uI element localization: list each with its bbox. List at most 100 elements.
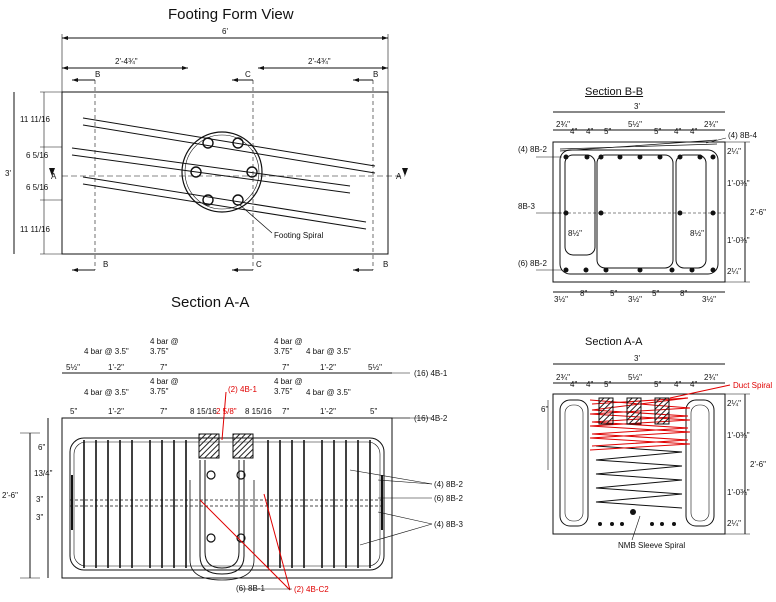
section-aa-main <box>20 372 433 581</box>
vertical-bars <box>83 440 371 568</box>
cut-b-top-right: B <box>373 70 378 79</box>
aa-left-4: 2'-6" <box>2 491 18 500</box>
bb-right-1: 1'-0¾" <box>727 179 750 188</box>
aa-row2-4: 2 5/8" <box>216 407 237 416</box>
aa2-duct-spiral-label: Duct Spiral <box>733 381 772 390</box>
callout-6-8b1: (6) 8B-1 <box>236 584 265 593</box>
bb-bot-6: 3½" <box>702 295 716 304</box>
aa-row2-0: 5" <box>70 407 77 416</box>
aa-left-1: 13/4" <box>34 469 53 478</box>
callout-16-4b2: (16) 4B-2 <box>414 414 448 423</box>
aa2-nmb-label: NMB Sleeve Spiral <box>618 541 685 550</box>
bb-top-2: 4" <box>586 127 593 136</box>
callout-6-8b2: (6) 8B-2 <box>434 494 463 503</box>
aa-left-0: 6" <box>38 443 45 452</box>
bb-bars <box>563 154 716 273</box>
aa2-height: 2'-6" <box>750 460 766 469</box>
aa-row1-3: 7" <box>282 363 289 372</box>
aa2-top-5: 5" <box>654 380 661 389</box>
nmb-sleeve-spiral <box>595 445 683 509</box>
aa-row2-2: 7" <box>160 407 167 416</box>
bb-bot-2: 5" <box>610 289 617 298</box>
title-section-aa-small: Section A-A <box>585 336 643 348</box>
bb-bot-1: 8" <box>580 289 587 298</box>
title-footing-form-view: Footing Form View <box>168 6 294 23</box>
callout-4-8b2: (4) 8B-2 <box>434 480 463 489</box>
aa-g2-r1: 4 bar @ 3.5" <box>306 388 351 397</box>
cut-a-left: A <box>51 172 57 181</box>
callout-4-8b3: (4) 8B-3 <box>434 520 463 529</box>
hatched-ducts <box>198 433 254 459</box>
bb-right-3: 2¼" <box>727 267 741 276</box>
red-callout-4b1: (2) 4B-1 <box>228 385 257 394</box>
bb-callout-4-8b4: (4) 8B-4 <box>728 131 757 140</box>
aa2-top-6: 4" <box>674 380 681 389</box>
bb-inner-1: 8½" <box>690 229 704 238</box>
dim-half-right: 2'-4¾" <box>308 57 331 66</box>
bb-bot-4: 5" <box>652 289 659 298</box>
title-section-bb: Section B-B <box>585 86 644 98</box>
dim-left-2: 6 5/16 <box>26 151 49 160</box>
aa-small-hatched <box>598 397 670 425</box>
bb-bot-3: 3½" <box>628 295 642 304</box>
bb-right-2: 1'-0¾" <box>727 236 750 245</box>
aa2-right-2: 1'-0¾" <box>727 488 750 497</box>
aa2-width: 3' <box>634 354 640 363</box>
bb-top-6: 4" <box>674 127 681 136</box>
cut-c-bot: C <box>256 260 262 269</box>
aa2-left-dim: 6" <box>541 405 548 414</box>
aa-row2-1: 1'-2" <box>108 407 124 416</box>
dim-half-left: 2'-4¾" <box>115 57 138 66</box>
aa-g2-l1: 4 bar @ 3.5" <box>84 388 129 397</box>
aa2-top-1: 4" <box>570 380 577 389</box>
aa-row2-7: 1'-2" <box>320 407 336 416</box>
aa-g2-r2: 4 bar @ <box>274 377 303 386</box>
aa-row1-2: 7" <box>160 363 167 372</box>
cut-b-top-left: B <box>95 70 100 79</box>
bb-height: 2'-6" <box>750 208 766 217</box>
aa2-top-3: 5" <box>604 380 611 389</box>
bb-top-8: 2¾" <box>704 120 718 129</box>
bb-top-1: 4" <box>570 127 577 136</box>
aa2-right-0: 2¼" <box>727 399 741 408</box>
aa-left-3: 3" <box>36 513 43 522</box>
bb-top-0: 2¾" <box>556 120 570 129</box>
aa-row2-3: 8 15/16 <box>190 407 217 416</box>
dim-height: 3' <box>5 169 11 178</box>
cut-b-bot-right: B <box>383 260 388 269</box>
aa-row2-8: 5" <box>370 407 377 416</box>
aa-row1-1: 1'-2" <box>108 363 124 372</box>
form-view-arrows <box>49 36 408 272</box>
bb-inner-0: 8½" <box>568 229 582 238</box>
bb-bot-0: 3½" <box>554 295 568 304</box>
bb-top-7: 4" <box>690 127 697 136</box>
aa-group-r2: 4 bar @ <box>274 337 303 346</box>
aa-g2-l2b: 3.75" <box>150 387 169 396</box>
bb-top-4: 5½" <box>628 120 642 129</box>
section-bb <box>536 111 750 293</box>
callout-16-4b1: (16) 4B-1 <box>414 369 448 378</box>
cut-b-bot-left: B <box>103 260 108 269</box>
aa-row2-6: 7" <box>282 407 289 416</box>
cut-a-right: A <box>396 172 402 181</box>
cut-c-top: C <box>245 70 251 79</box>
aa-row1-0: 5½" <box>66 363 80 372</box>
bb-width: 3' <box>634 102 640 111</box>
bb-right-0: 2¼" <box>727 147 741 156</box>
label-footing-spiral: Footing Spiral <box>274 231 324 240</box>
title-section-aa-main: Section A-A <box>171 294 250 311</box>
bb-top-5: 5" <box>654 127 661 136</box>
form-view <box>13 34 405 271</box>
bb-bot-5: 8" <box>680 289 687 298</box>
aa-group-l2b: 3.75" <box>150 347 169 356</box>
aa-group-r2b: 3.75" <box>274 347 293 356</box>
aa-left-2: 3" <box>36 495 43 504</box>
red-leaders-main <box>199 391 291 591</box>
bb-callout-6-8b2: (6) 8B-2 <box>518 259 547 268</box>
aa-g2-l2: 4 bar @ <box>150 377 179 386</box>
aa2-top-0: 2¾" <box>556 373 570 382</box>
bb-callout-4-8b2: (4) 8B-2 <box>518 145 547 154</box>
aa2-top-8: 2¾" <box>704 373 718 382</box>
aa-small-dots <box>598 509 676 526</box>
